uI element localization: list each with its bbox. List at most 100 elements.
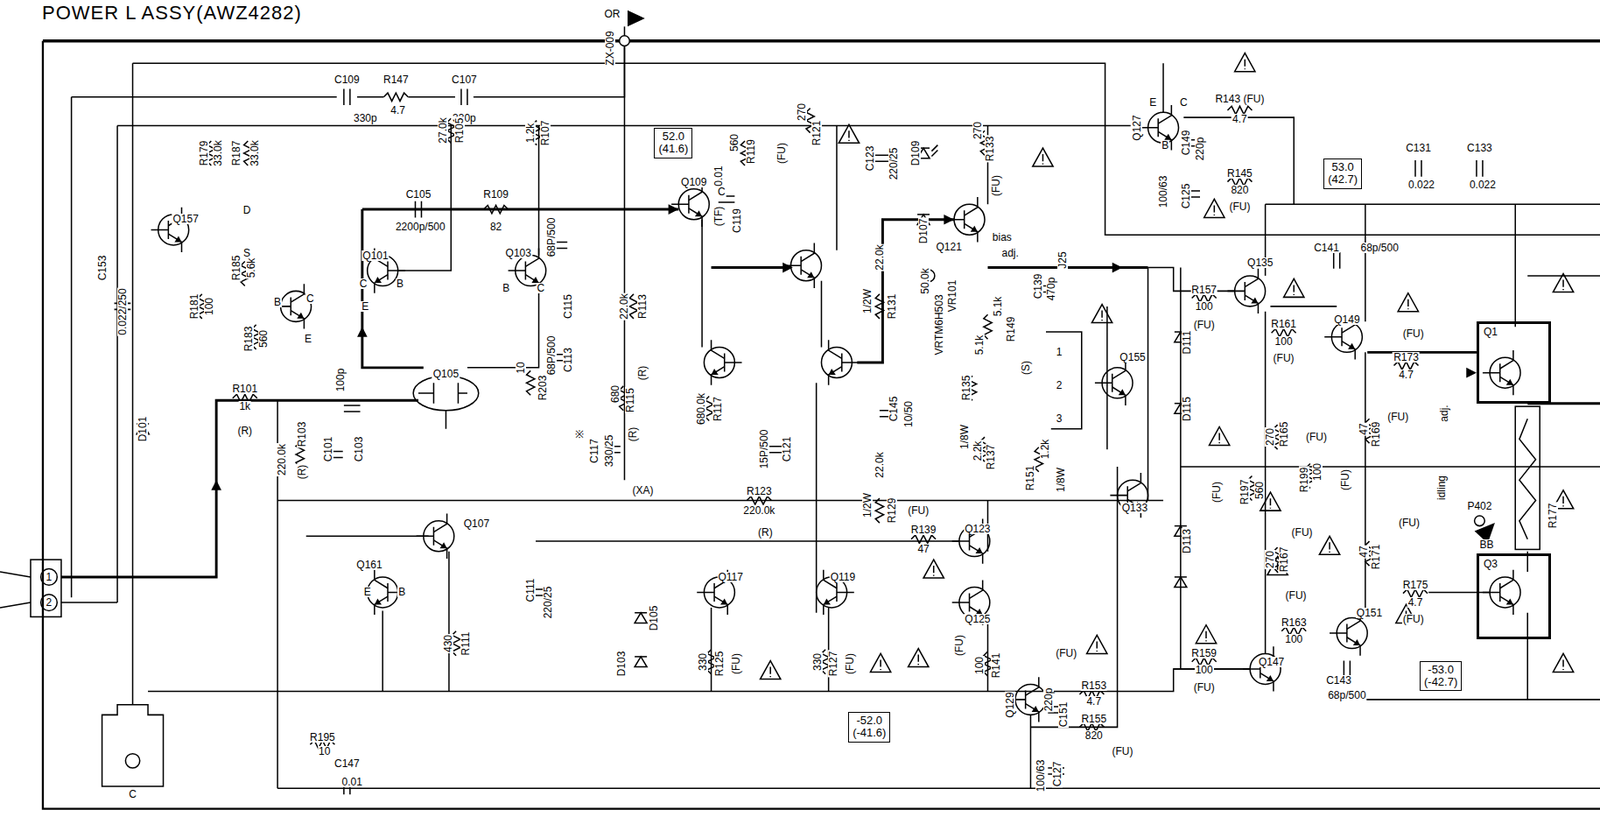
component-value: 220/25 xyxy=(542,585,554,620)
transistor-symbol xyxy=(1260,673,1274,692)
transistor-symbol xyxy=(807,271,815,278)
component-value: 82 xyxy=(489,221,503,232)
component-value: 330/25 xyxy=(603,434,615,469)
part-name: R159 xyxy=(1190,647,1218,659)
transistor-symbol xyxy=(1242,645,1281,691)
transistor-symbol xyxy=(688,208,702,227)
voltage-value: (-41.6) xyxy=(852,726,886,739)
component-value: ※ xyxy=(574,428,585,440)
part-name: Q155 xyxy=(1118,351,1146,363)
part-name: R171 xyxy=(1370,542,1382,570)
transistor-symbol xyxy=(374,276,382,283)
part-name: C109 xyxy=(333,74,361,85)
wire xyxy=(381,610,384,691)
component-value: 47 xyxy=(1358,421,1369,436)
component-value: (FU) xyxy=(1054,647,1078,659)
component-value: (R) xyxy=(236,425,253,436)
part-name: R157 xyxy=(1190,284,1218,295)
transistor-symbol xyxy=(416,513,455,559)
part-name: C123 xyxy=(864,144,876,172)
transistor-symbol xyxy=(947,210,965,229)
transistor-symbol xyxy=(1500,376,1514,395)
warning-symbol xyxy=(1208,426,1229,445)
component-value: 1.2k xyxy=(1039,438,1051,461)
warning-symbol xyxy=(1195,624,1216,644)
part-name: R175 xyxy=(1402,579,1430,590)
warning-symbol xyxy=(838,124,859,143)
wire xyxy=(42,41,1600,809)
transistor-symbol xyxy=(1227,268,1265,314)
part-name: R177 xyxy=(1547,502,1558,530)
component-value: 270 xyxy=(796,102,808,122)
component-value: 68P/500 xyxy=(546,216,557,258)
component-value: C xyxy=(305,293,316,304)
transistor-symbol xyxy=(1347,637,1361,656)
warning-symbol xyxy=(879,659,882,670)
part-name: C153 xyxy=(97,253,108,281)
component-value: 1/8W xyxy=(959,423,970,450)
diode-symbol xyxy=(917,213,930,216)
transistor-symbol xyxy=(1500,569,1514,589)
part-name: C111 xyxy=(525,577,536,604)
transistor-symbol xyxy=(1250,296,1258,303)
component-value: 33.0k xyxy=(212,139,224,167)
voltage-value: -53.0 xyxy=(1424,663,1458,676)
wire xyxy=(988,266,1149,269)
component-value: C xyxy=(358,278,369,289)
component-value: 1/8W xyxy=(1055,466,1067,493)
part-name: D101 xyxy=(137,414,148,443)
part-name: Q151 xyxy=(1355,607,1383,618)
wire xyxy=(1179,267,1182,669)
diagram-title: POWER L ASSY(AWZ4282) xyxy=(42,3,302,23)
part-name: R141 xyxy=(990,652,1002,680)
transistor-symbol xyxy=(374,274,388,294)
diode-symbol xyxy=(634,655,647,658)
warning-symbol xyxy=(1218,432,1221,443)
component-value: 15P/500 xyxy=(758,428,770,471)
transistor-symbol xyxy=(1140,105,1179,150)
wire xyxy=(1514,203,1516,327)
component-value: 560 xyxy=(258,329,269,349)
part-name: R129 xyxy=(886,497,898,525)
warning-symbol xyxy=(1292,284,1295,295)
component-value: (FU) xyxy=(990,174,1002,197)
wire xyxy=(1270,305,1337,308)
component-value: 470p xyxy=(1045,276,1057,302)
warning-symbol xyxy=(1328,541,1331,553)
part-name: R203 xyxy=(537,374,548,402)
transistor-symbol xyxy=(1266,674,1274,681)
component-value: (FU) xyxy=(1110,745,1134,757)
warning-symbol xyxy=(1552,273,1573,293)
part-name: C127 xyxy=(1052,760,1063,788)
component-value: 27.0k xyxy=(437,117,449,145)
transistor-symbol xyxy=(964,223,978,242)
part-name: C121 xyxy=(781,435,793,464)
part-name: R167 xyxy=(1278,546,1290,574)
transistor-symbol xyxy=(842,353,860,372)
diode-symbol xyxy=(634,656,647,667)
component-value: (FU) xyxy=(730,652,742,675)
part-name: C145 xyxy=(888,394,899,422)
component-value: B xyxy=(273,296,282,308)
warning-symbol xyxy=(760,660,781,680)
part-name: D113 xyxy=(1181,527,1193,555)
component-value: 5.1k xyxy=(992,295,1004,318)
component-value: (FU) xyxy=(1386,411,1410,422)
component-value: 1 xyxy=(45,571,54,583)
part-name: R169 xyxy=(1370,420,1382,448)
transistor-symbol xyxy=(783,256,801,275)
component-value: 22.0k xyxy=(874,243,885,271)
warning-symbol xyxy=(923,559,944,578)
transistor-symbol xyxy=(1482,569,1521,615)
output-transistor-box: Q1 xyxy=(1476,321,1551,403)
component-value: 0.01 xyxy=(713,164,724,187)
component-value: 1/2W xyxy=(862,491,873,519)
component-value: 100 xyxy=(1312,462,1323,482)
transistor-symbol xyxy=(671,195,689,214)
component-value: 47 xyxy=(916,543,930,555)
wire xyxy=(306,535,429,538)
component-value: 4.7 xyxy=(1085,695,1102,707)
part-name: C131 xyxy=(1404,142,1432,154)
transistor-symbol xyxy=(828,339,843,358)
transistor-symbol xyxy=(1094,373,1113,393)
